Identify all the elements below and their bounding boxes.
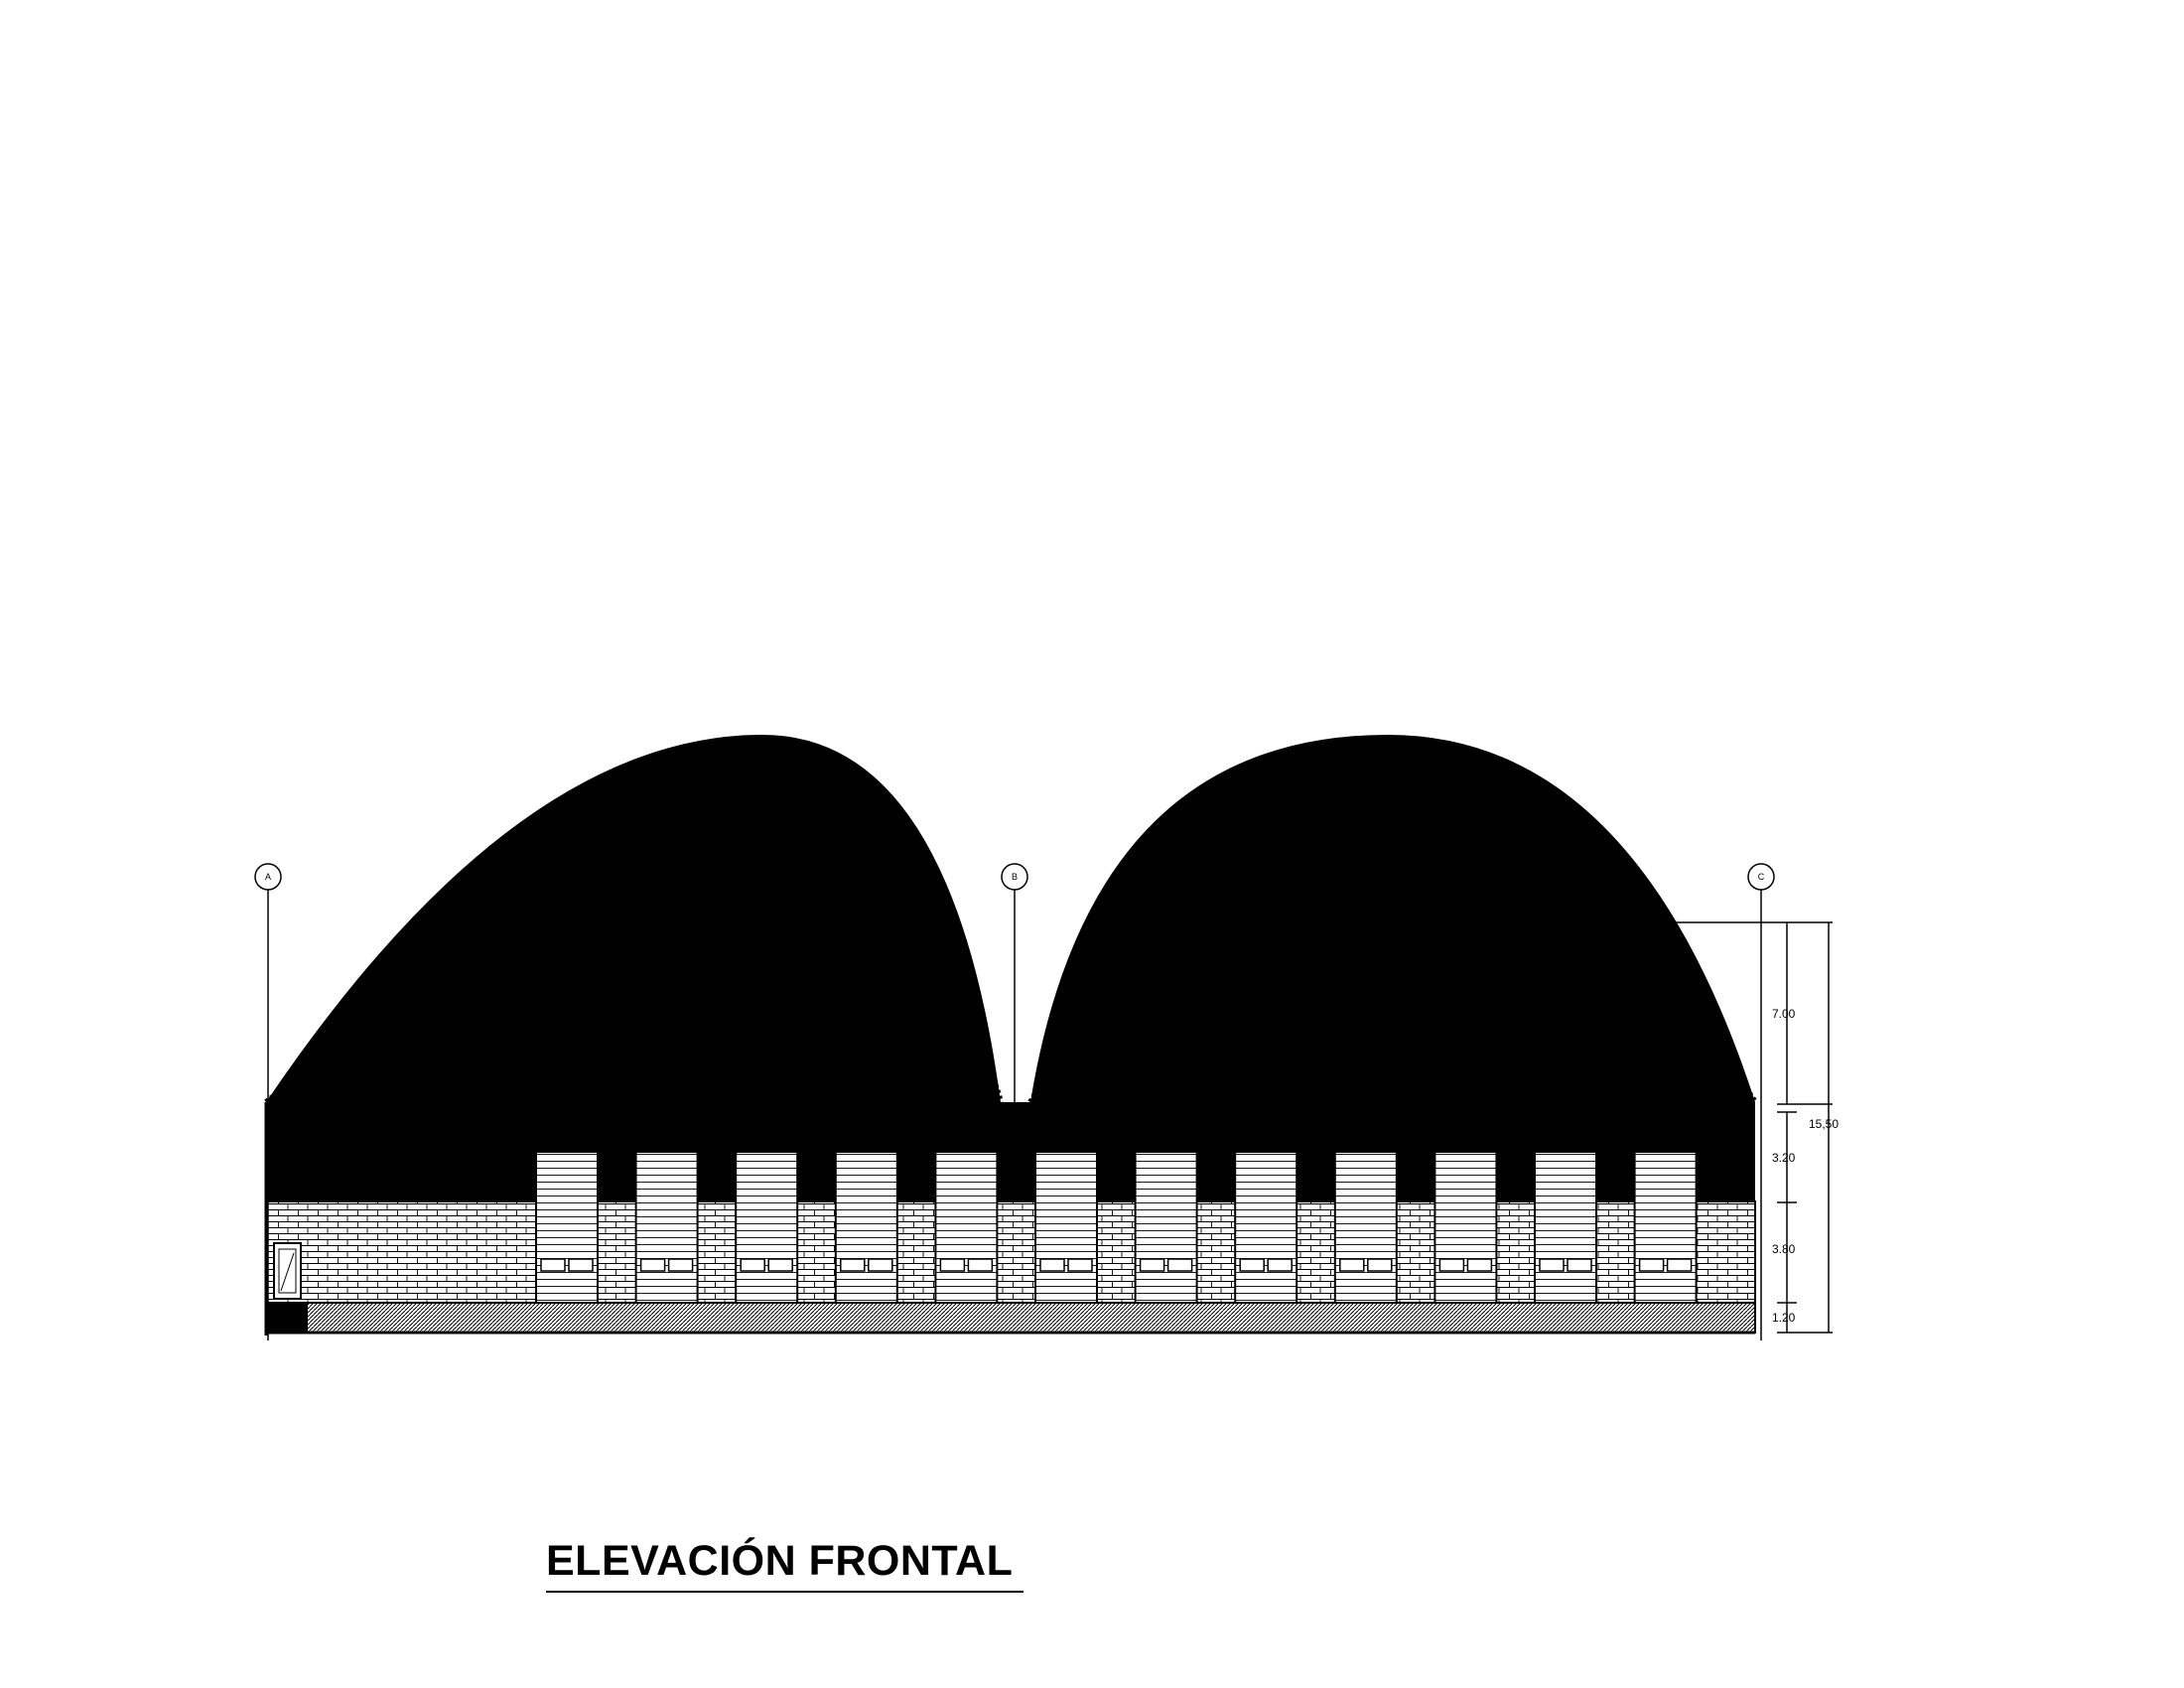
siding-panel: [634, 1151, 699, 1304]
facade-bay: [934, 1151, 999, 1304]
window: [767, 1258, 793, 1272]
window: [1067, 1258, 1093, 1272]
siding-panel: [735, 1151, 799, 1304]
grid-axis-a: A: [254, 863, 282, 1340]
window: [1539, 1258, 1565, 1272]
siding-panel: [1333, 1151, 1398, 1304]
dimension-lower-wall: 3.80: [1772, 1242, 1796, 1256]
facade-bay: [735, 1151, 799, 1304]
window: [1567, 1258, 1592, 1272]
title-underline: [546, 1591, 1024, 1593]
window: [667, 1258, 694, 1272]
grid-label-b: B: [1012, 872, 1018, 882]
roof-edge-left: [264, 916, 1004, 1105]
siding-panel: [1433, 1151, 1498, 1304]
base-dark-block: [266, 1303, 307, 1333]
barrel-vault-roof: [266, 735, 1755, 1201]
window: [1166, 1258, 1193, 1272]
roof-edge-right: [1027, 916, 1758, 1104]
drawing-title: ELEVACIÓN FRONTAL: [546, 1537, 1014, 1585]
window: [939, 1258, 966, 1272]
facade-bay: [1433, 1151, 1498, 1304]
siding-panel: [934, 1151, 999, 1304]
grid-axis-b: B: [1001, 863, 1028, 1104]
facade-bay: [1633, 1151, 1698, 1304]
siding-panel: [834, 1151, 898, 1304]
facade-bays: [535, 1151, 1698, 1304]
window: [868, 1258, 893, 1272]
window: [1339, 1258, 1365, 1272]
facade-bay: [535, 1151, 599, 1304]
window: [967, 1258, 994, 1272]
window: [740, 1258, 765, 1272]
window: [840, 1258, 866, 1272]
facade-bay: [1134, 1151, 1198, 1304]
siding-panel: [1534, 1151, 1597, 1304]
grid-label-a: A: [265, 872, 271, 882]
facade-bay: [1234, 1151, 1298, 1304]
facade-bay: [1034, 1151, 1098, 1304]
window: [1139, 1258, 1165, 1272]
window: [568, 1258, 594, 1272]
facade-bay: [1333, 1151, 1398, 1304]
window: [1367, 1258, 1393, 1272]
dimension-base: 1.20: [1772, 1311, 1796, 1325]
facade-bay: [834, 1151, 898, 1304]
window: [1239, 1258, 1265, 1272]
window: [540, 1258, 566, 1272]
dimension-upper-wall: 3.20: [1772, 1151, 1796, 1165]
window: [1438, 1258, 1465, 1272]
dimension-chain: [1388, 921, 1833, 1334]
siding-panel: [1134, 1151, 1198, 1304]
window: [1638, 1258, 1665, 1272]
window: [639, 1258, 666, 1272]
grid-label-c: C: [1758, 872, 1765, 882]
grid-axis-c: C: [1747, 863, 1775, 1340]
window: [1466, 1258, 1493, 1272]
base-plinth: [306, 1302, 1756, 1334]
facade-bay: [634, 1151, 699, 1304]
window: [1267, 1258, 1293, 1272]
facade-bay: [1534, 1151, 1597, 1304]
siding-panel: [1633, 1151, 1698, 1304]
brick-wall: [265, 1200, 1756, 1304]
dimension-roof: 7.00: [1772, 1007, 1796, 1021]
window: [1666, 1258, 1693, 1272]
siding-panel: [535, 1151, 599, 1304]
siding-panel: [1234, 1151, 1298, 1304]
window: [1039, 1258, 1065, 1272]
siding-panel: [1034, 1151, 1098, 1304]
door-leaf-line: [280, 1252, 295, 1292]
dimension-total: 15,50: [1809, 1117, 1839, 1131]
